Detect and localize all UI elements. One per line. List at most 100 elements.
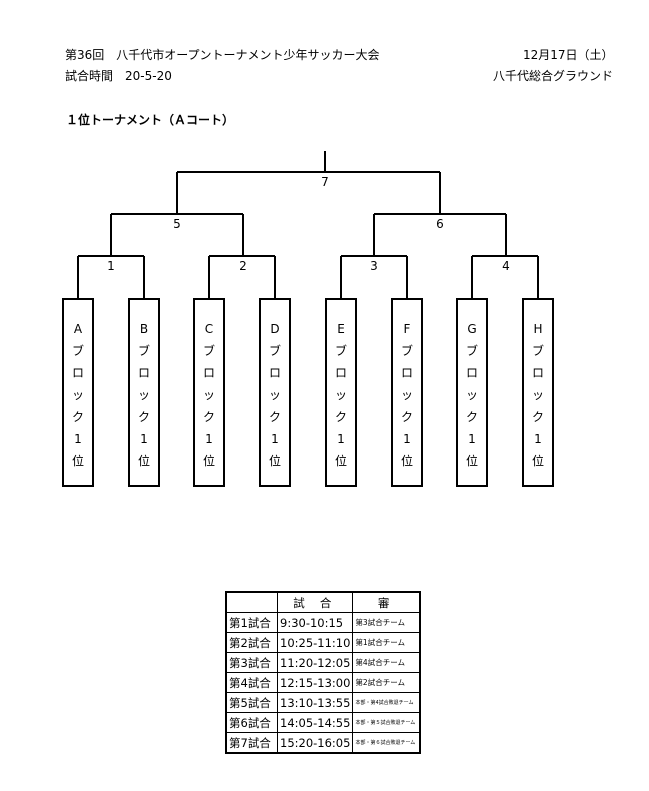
team-char: ッ (268, 388, 281, 402)
team-box-h: H ブ ロ ッ ク 1 位 (522, 298, 554, 487)
team-char: 1 (468, 432, 476, 446)
table-row: 第2試合 10:25-11:10 第1試合チーム (225, 632, 421, 653)
team-char: ロ (400, 366, 413, 380)
team-letter: B (139, 322, 149, 336)
team-char: ッ (400, 388, 413, 402)
match-cell: 第2試合 (225, 632, 278, 653)
match-cell: 第3試合 (225, 652, 278, 673)
team-char: 位 (334, 454, 347, 468)
team-char: ッ (531, 388, 544, 402)
referee-cell: 第3試合チーム (352, 612, 421, 633)
team-char: 1 (271, 432, 279, 446)
table-row: 第6試合 14:05-14:55 本部・第５試合敗退チーム (225, 712, 421, 733)
team-letter: D (270, 322, 280, 336)
section-title: １位トーナメント（Ａコート） (66, 113, 235, 127)
match-number-r1-2: 2 (239, 259, 247, 273)
team-char: ブ (531, 344, 544, 358)
team-box-c: C ブ ロ ッ ク 1 位 (193, 298, 225, 487)
team-box-f: F ブ ロ ッ ク 1 位 (391, 298, 423, 487)
time-cell: 13:10-13:55 (276, 692, 354, 713)
match-cell: 第4試合 (225, 672, 278, 693)
team-char: ロ (465, 366, 478, 380)
team-char: 位 (137, 454, 150, 468)
team-letter: A (73, 322, 83, 336)
team-char: 位 (71, 454, 84, 468)
team-char: 1 (403, 432, 411, 446)
match-number-semi-1: 5 (173, 217, 181, 231)
team-char: ッ (137, 388, 150, 402)
team-letter: F (403, 322, 411, 336)
team-char: ク (334, 410, 347, 424)
team-box-g: G ブ ロ ッ ク 1 位 (456, 298, 488, 487)
referee-cell: 本部・第５試合敗退チーム (352, 712, 421, 733)
table-row: 第7試合 15:20-16:05 本部・第６試合敗退チーム (225, 732, 421, 754)
venue: 八千代総合グラウンド (493, 69, 614, 83)
team-letter: H (533, 322, 543, 336)
team-char: ブ (334, 344, 347, 358)
team-letter: C (204, 322, 214, 336)
team-char: 位 (268, 454, 281, 468)
time-cell: 9:30-10:15 (276, 612, 354, 633)
team-char: 1 (74, 432, 82, 446)
team-char: ロ (71, 366, 84, 380)
team-char: ロ (268, 366, 281, 380)
team-char: 位 (531, 454, 544, 468)
match-number-r1-3: 3 (370, 259, 378, 273)
referee-cell: 本部・第4試合敗退チーム (352, 692, 421, 713)
team-box-e: E ブ ロ ッ ク 1 位 (325, 298, 357, 487)
team-char: 1 (140, 432, 148, 446)
time-cell: 15:20-16:05 (276, 732, 354, 754)
team-char: ッ (202, 388, 215, 402)
match-time: 試合時間 20-5-20 (65, 69, 172, 83)
match-number-final: 7 (321, 175, 329, 189)
team-char: ロ (202, 366, 215, 380)
team-char: ブ (268, 344, 281, 358)
schedule-table: 試 合 審 第1試合 9:30-10:15 第3試合チーム 第2試合 10:25… (225, 591, 422, 754)
match-cell: 第5試合 (225, 692, 278, 713)
team-char: 位 (202, 454, 215, 468)
match-cell: 第7試合 (225, 732, 278, 754)
team-box-a: A ブ ロ ッ ク 1 位 (62, 298, 94, 487)
team-box-b: B ブ ロ ッ ク 1 位 (128, 298, 160, 487)
team-char: ブ (137, 344, 150, 358)
team-letter: G (467, 322, 477, 336)
team-char: ロ (334, 366, 347, 380)
time-cell: 11:20-12:05 (276, 652, 354, 673)
team-letter: E (337, 322, 345, 336)
team-char: ク (71, 410, 84, 424)
team-char: ッ (71, 388, 84, 402)
referee-cell: 第1試合チーム (352, 632, 421, 653)
team-char: ク (137, 410, 150, 424)
table-header: 試 合 (276, 591, 354, 613)
table-header: 審 (352, 591, 421, 613)
match-cell: 第6試合 (225, 712, 278, 733)
team-box-d: D ブ ロ ッ ク 1 位 (259, 298, 291, 487)
team-char: ク (465, 410, 478, 424)
match-cell: 第1試合 (225, 612, 278, 633)
time-cell: 10:25-11:10 (276, 632, 354, 653)
team-char: 1 (337, 432, 345, 446)
table-row: 第5試合 13:10-13:55 本部・第4試合敗退チーム (225, 692, 421, 713)
team-char: ブ (71, 344, 84, 358)
team-char: ク (268, 410, 281, 424)
match-number-r1-1: 1 (107, 259, 115, 273)
team-char: 1 (534, 432, 542, 446)
team-char: 1 (205, 432, 213, 446)
team-char: ク (531, 410, 544, 424)
event-date: 12月17日（土） (523, 48, 614, 62)
team-char: ロ (531, 366, 544, 380)
time-cell: 12:15-13:00 (276, 672, 354, 693)
table-row: 第3試合 11:20-12:05 第4試合チーム (225, 652, 421, 673)
team-char: 位 (465, 454, 478, 468)
team-char: ロ (137, 366, 150, 380)
team-char: ブ (202, 344, 215, 358)
referee-cell: 第4試合チーム (352, 652, 421, 673)
team-char: ッ (465, 388, 478, 402)
match-number-semi-2: 6 (436, 217, 444, 231)
table-header-row: 試 合 審 (225, 591, 421, 613)
team-char: ク (202, 410, 215, 424)
match-number-r1-4: 4 (502, 259, 510, 273)
team-char: 位 (400, 454, 413, 468)
team-char: ブ (400, 344, 413, 358)
